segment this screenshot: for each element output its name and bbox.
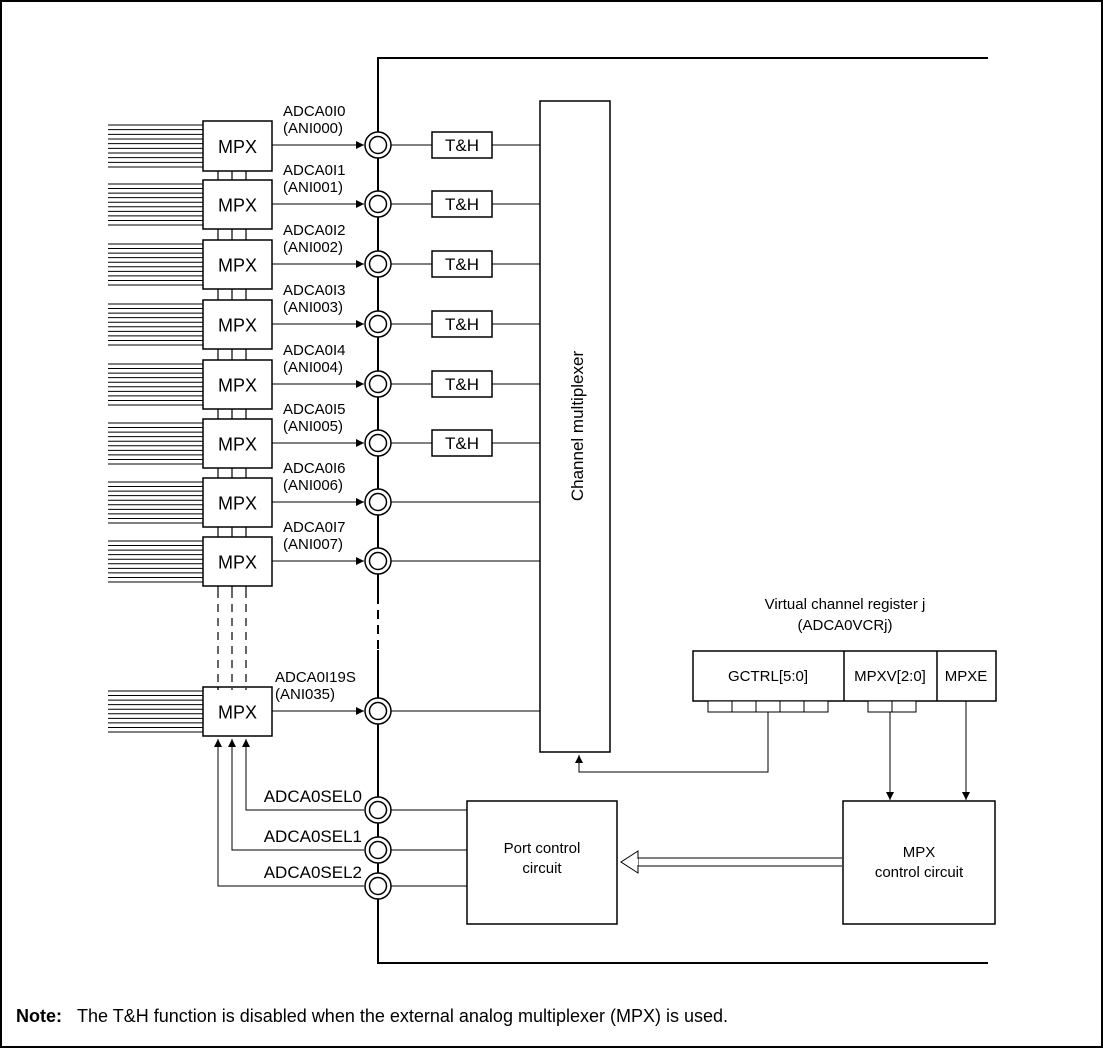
mpx-control-circuit: [842, 800, 996, 925]
mpx-box: [202, 179, 273, 230]
channel-name-label: ADCA0I4: [283, 342, 346, 359]
th-box: [431, 310, 493, 338]
register-field-mpxv: MPXV[2:0]: [854, 668, 926, 685]
mpx-box: [202, 477, 273, 528]
mpx-label: MPX: [218, 494, 257, 514]
register-subtitle: (ADCA0VCRj): [797, 617, 892, 634]
pin-inner-circle: [368, 800, 388, 820]
channel-ani-label: (ANI035): [275, 686, 335, 703]
mpx-input-lines: [108, 243, 203, 286]
pin-inner-circle: [368, 840, 388, 860]
channel-multiplexer-box: [539, 100, 611, 753]
control-bus-arrow: [620, 850, 842, 874]
pin-inner-circle: [368, 701, 388, 721]
th-label: T&H: [445, 195, 479, 214]
mpx-input-lines: [108, 124, 203, 168]
channel-name-label: ADCA0I1: [283, 162, 346, 179]
mpx-input-lines: [108, 363, 203, 406]
select-line: [214, 739, 364, 887]
mpx-input-lines: [108, 183, 203, 226]
note-text: The T&H function is disabled when the ex…: [77, 1006, 729, 1026]
pin-inner-circle: [368, 314, 388, 334]
th-label: T&H: [445, 375, 479, 394]
th-label: T&H: [445, 136, 479, 155]
mpx-control-label: control circuit: [875, 864, 964, 881]
pin-inner-circle: [368, 254, 388, 274]
mpx-control-label: MPX: [903, 844, 936, 861]
channel-name-label: ADCA0I6: [283, 460, 346, 477]
mpx-input-lines: [108, 690, 203, 733]
mpx-label: MPX: [218, 703, 257, 723]
th-box: [431, 250, 493, 278]
channel-name-label: ADCA0I7: [283, 519, 346, 536]
mpx-label: MPX: [218, 196, 257, 216]
mpx-input-lines: [108, 303, 203, 346]
select-line: [242, 739, 364, 811]
channel-ani-label: (ANI002): [283, 239, 343, 256]
channel-ani-label: (ANI003): [283, 299, 343, 316]
register-field-mpxe: MPXE: [945, 668, 988, 685]
pin-inner-circle: [368, 551, 388, 571]
note-label: Note:: [16, 1006, 62, 1026]
mpx-box: [202, 536, 273, 587]
pin-inner-circle: [368, 374, 388, 394]
pin-inner-circle: [368, 876, 388, 896]
mpx-box: [202, 686, 273, 737]
mpx-label: MPX: [218, 435, 257, 455]
mpx-input-lines: [108, 422, 203, 465]
th-label: T&H: [445, 255, 479, 274]
select-label: ADCA0SEL2: [264, 863, 362, 882]
th-label: T&H: [445, 315, 479, 334]
channel-ani-label: (ANI001): [283, 179, 343, 196]
mpx-box: [202, 359, 273, 410]
register-bit-boxes: [707, 700, 917, 713]
port-control-label: circuit: [522, 860, 562, 877]
mpx-label: MPX: [218, 137, 257, 157]
footnote: Note: The T&H function is disabled when …: [16, 1006, 728, 1027]
pin-inner-circle: [368, 194, 388, 214]
mpx-box: [202, 239, 273, 290]
channel-name-label: ADCA0I3: [283, 282, 346, 299]
mpx-cascade-lines: [217, 590, 247, 690]
channel-ani-label: (ANI000): [283, 120, 343, 137]
register-title: Virtual channel register j: [765, 596, 926, 613]
channel-name-label: ADCA0I0: [283, 103, 346, 120]
mpx-label: MPX: [218, 316, 257, 336]
pin-inner-circle: [368, 433, 388, 453]
register-field-gctrl: GCTRL[5:0]: [728, 668, 808, 685]
pin-inner-circle: [368, 492, 388, 512]
mpx-input-lines: [108, 540, 203, 583]
select-line: [228, 739, 364, 851]
channel-name-label: ADCA0I19S: [275, 669, 356, 686]
pin-inner-circle: [368, 135, 388, 155]
channel-name-label: ADCA0I5: [283, 401, 346, 418]
channel-ani-label: (ANI006): [283, 477, 343, 494]
select-label: ADCA0SEL1: [264, 827, 362, 846]
channel-ani-label: (ANI004): [283, 359, 343, 376]
mpx-label: MPX: [218, 376, 257, 396]
th-label: T&H: [445, 434, 479, 453]
channel-ani-label: (ANI005): [283, 418, 343, 435]
mpx-label: MPX: [218, 553, 257, 573]
port-control-circuit: [466, 800, 618, 925]
mpx-label: MPX: [218, 256, 257, 276]
mpx-box: [202, 120, 273, 172]
channel-ani-label: (ANI007): [283, 536, 343, 553]
gctrl-connection: [575, 712, 769, 773]
port-control-label: Port control: [504, 840, 581, 857]
select-label: ADCA0SEL0: [264, 787, 362, 806]
channel-multiplexer-label: Channel multiplexer: [568, 351, 587, 502]
channel-name-label: ADCA0I2: [283, 222, 346, 239]
mpx-input-lines: [108, 481, 203, 524]
